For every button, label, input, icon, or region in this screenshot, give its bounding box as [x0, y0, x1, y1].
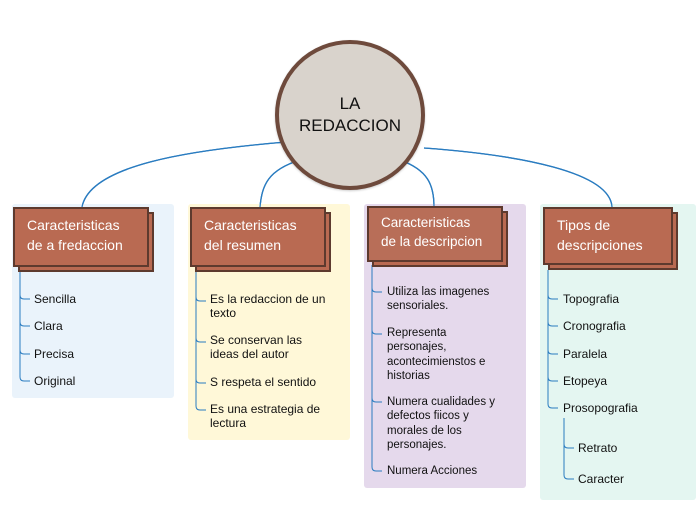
branch4-item[interactable]: Etopeya	[563, 374, 608, 388]
item-text-line: defectos fiicos y	[387, 410, 469, 423]
branch1-header[interactable]: Caracteristicas de a fredaccion	[13, 207, 149, 267]
item-text-line: personajes,	[387, 341, 447, 354]
branch3-item[interactable]: Numera cualidades y defectos fiicos y mo…	[387, 395, 495, 452]
branch1-title-line2: de a fredaccion	[27, 237, 123, 253]
branch2-title-line1: Caracteristicas	[204, 217, 297, 233]
branch2-item[interactable]: Se conservan las ideas del autor	[210, 333, 302, 361]
central-topic-line2: REDACCION	[298, 116, 401, 135]
item-text-line: Numera cualidades y	[387, 396, 496, 408]
branch4-subitem[interactable]: Retrato	[578, 441, 618, 455]
connector-center-branch3	[399, 159, 435, 208]
connector-center-branch2	[259, 159, 301, 208]
item-text-line: ideas del autor	[210, 347, 289, 361]
item-text-line: Representa	[387, 327, 447, 339]
central-topic-node[interactable]: LA REDACCION	[275, 40, 425, 190]
item-text-line: Numera Acciones	[387, 465, 478, 477]
branch4-title-line2: descripciones	[557, 237, 643, 253]
branch1-item[interactable]: Clara	[34, 319, 63, 333]
item-text-line: S respeta el sentido	[210, 375, 317, 389]
branch2-title-line2: del resumen	[204, 237, 282, 253]
branch2-item[interactable]: Es una estrategia de lectura	[210, 402, 320, 430]
branch4-item[interactable]: Topografia	[563, 292, 620, 306]
branch2-item[interactable]: S respeta el sentido	[210, 375, 316, 389]
item-text-line: Es una estrategia de	[210, 402, 321, 416]
branch4-title-line1: Tipos de	[557, 217, 611, 233]
branch3-item[interactable]: Representa personajes, acontecimienstos …	[387, 326, 485, 383]
branch3-item[interactable]: Utiliza las imagenes sensoriales.	[387, 285, 489, 314]
item-text-line: personajes.	[387, 438, 447, 451]
branch1-item[interactable]: Precisa	[34, 347, 75, 361]
branch3-header[interactable]: Caracteristicas de la descripcion	[367, 206, 503, 262]
item-text-line: acontecimienstos e	[387, 355, 486, 368]
branch3-title-line1: Caracteristicas	[381, 215, 471, 230]
branch4-item[interactable]: Paralela	[563, 347, 608, 361]
branch3-item[interactable]: Numera Acciones	[387, 464, 477, 478]
item-text-line: texto	[210, 306, 237, 320]
branch4-item[interactable]: Cronografia	[563, 319, 626, 333]
branch2-item[interactable]: Es la redaccion de un texto	[210, 292, 325, 320]
item-text-line: Se conservan las	[210, 333, 303, 347]
branch1-title-line1: Caracteristicas	[27, 217, 120, 233]
item-text-line: Utiliza las imagenes	[387, 286, 490, 298]
item-text-line: Es la redaccion de un	[210, 292, 326, 306]
item-text-line: historias	[387, 369, 430, 382]
item-text-line: sensoriales.	[387, 300, 449, 313]
connector-center-branch1	[81, 141, 287, 208]
item-text-line: lectura	[210, 416, 247, 430]
item-text-line: morales de los	[387, 424, 462, 437]
branch4-item[interactable]: Prosopografia	[563, 401, 638, 415]
branch2-header[interactable]: Caracteristicas del resumen	[190, 207, 326, 267]
branch1-item[interactable]: Sencilla	[34, 292, 77, 306]
branch4-subitem[interactable]: Caracter	[578, 472, 625, 486]
branch3-title-line2: de la descripcion	[381, 234, 483, 249]
connector-center-branch4	[423, 147, 613, 208]
central-topic-line1: LA	[339, 94, 361, 113]
branch1-item[interactable]: Original	[34, 374, 76, 388]
branch4-header[interactable]: Tipos de descripciones	[543, 207, 673, 265]
